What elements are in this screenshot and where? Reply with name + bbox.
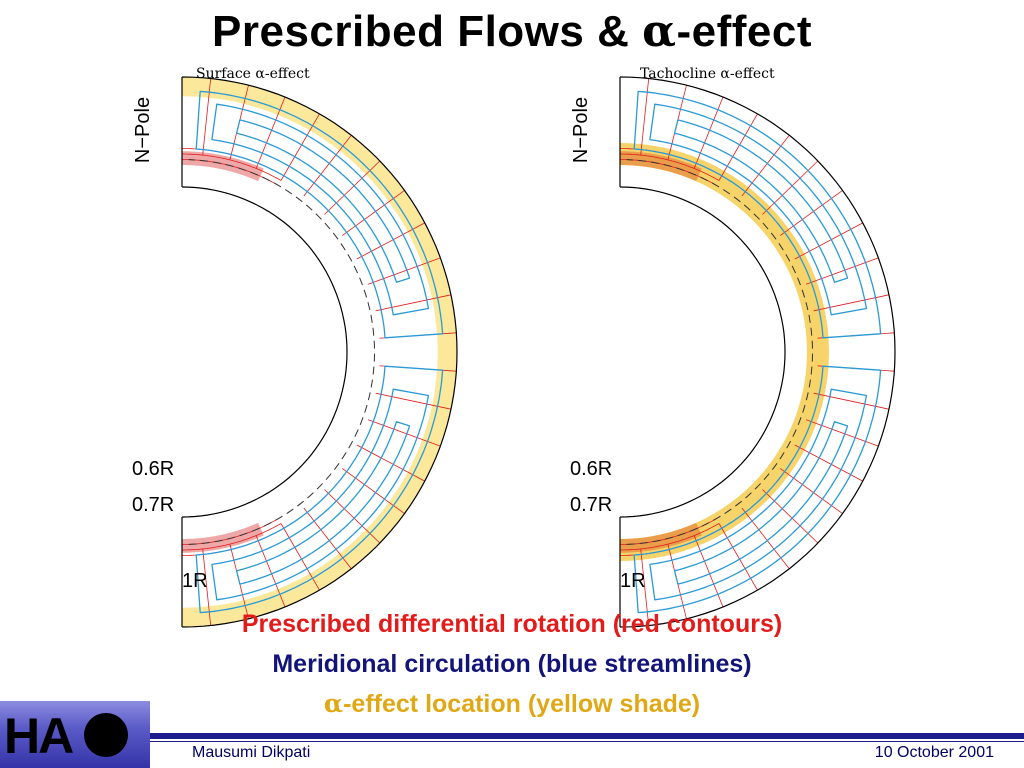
panel-title: Surface α-effect (196, 66, 310, 82)
streamline-loop (633, 365, 882, 614)
rotation-contour (367, 257, 441, 285)
label-1r: 1R (620, 570, 646, 592)
rotation-contour (779, 468, 843, 514)
rotation-contour (805, 257, 879, 285)
surface-alpha-panel: Surface α-effect N−Pole 0.6R 0.7R 1R (110, 62, 530, 628)
inner-boundary (619, 186, 786, 518)
hao-logo: HA (0, 701, 150, 768)
label-0-6r: 0.6R (132, 458, 175, 480)
rotation-contour (805, 419, 879, 447)
footer-author: Mausumi Dikpati (192, 744, 311, 761)
label-0-7r: 0.7R (570, 494, 613, 516)
streamlines-layer (633, 90, 882, 614)
boundary-layer (619, 76, 896, 628)
title-alpha: α (642, 6, 677, 57)
rotation-contour (718, 113, 758, 181)
rotation-contour-arc (620, 153, 720, 181)
alpha-shade-layer (620, 143, 829, 561)
streamline-loop (649, 388, 868, 601)
rotation-contour (324, 489, 381, 544)
rotation-contour (741, 135, 790, 197)
footer-rule (150, 741, 1024, 742)
footer-date: 10 October 2001 (874, 744, 994, 761)
caption-alpha-symbol: α (323, 689, 344, 718)
rotation-contour (356, 444, 425, 482)
rotation-contour (375, 392, 452, 410)
rotation-contour (280, 523, 320, 591)
rotation-contour (640, 78, 650, 156)
label-1r: 1R (182, 570, 208, 592)
rotation-contour-arc (182, 153, 282, 181)
rotation-contour (813, 294, 890, 312)
streamline-loop (633, 90, 882, 339)
alpha-shade-region (620, 143, 829, 561)
rotation-contour (779, 190, 843, 236)
streamline-loop (235, 119, 411, 283)
tachocline-band-layer (182, 151, 264, 553)
title-prefix: Prescribed Flows & (212, 7, 643, 56)
caption-circulation: Meridional circulation (blue streamlines… (272, 650, 752, 678)
rotation-contour-arc (182, 523, 282, 551)
rotation-contour (640, 548, 650, 626)
streamline-loop (649, 103, 868, 316)
rotation-contour (303, 135, 352, 197)
streamlines-layer (195, 90, 444, 614)
captions: Prescribed differential rotation (red co… (0, 604, 1024, 724)
tachocline-band-north (182, 151, 264, 182)
surface-alpha-diagram (181, 76, 458, 628)
rotation-contour (255, 535, 286, 608)
rotation-contour (741, 507, 790, 569)
caption-alpha-text: -effect location (yellow shade) (343, 690, 701, 718)
rotation-contour (693, 535, 724, 608)
footer-bar (150, 733, 1024, 739)
tachocline-alpha-diagram (619, 76, 896, 628)
outer-boundary (181, 76, 458, 628)
rotation-contour (202, 78, 212, 156)
slide-title: Prescribed Flows & α-effect (0, 6, 1024, 57)
streamline-loop (235, 421, 411, 585)
rotation-contour (693, 96, 724, 169)
tachocline-dashed-line (188, 159, 376, 545)
title-suffix: -effect (676, 7, 812, 56)
rotation-contour (813, 392, 890, 410)
caption-alpha: α-effect location (yellow shade) (0, 684, 1024, 724)
panel-title: Tachocline α-effect (640, 66, 775, 82)
streamline-loop (673, 119, 849, 283)
logo-text: HA (4, 708, 74, 764)
rotation-contour (356, 222, 425, 260)
rotation-contour (375, 294, 452, 312)
rotation-contour (718, 523, 758, 591)
tachocline-band-south (620, 522, 702, 553)
label-0-7r: 0.7R (132, 494, 175, 516)
label-0-6r: 0.6R (570, 458, 613, 480)
rotation-contour (367, 419, 441, 447)
streamline-loop (673, 421, 849, 585)
rotation-contour-arc (620, 523, 720, 551)
tachocline-alpha-panel: Tachocline α-effect N−Pole 0.6R 0.7R 1R (548, 62, 968, 628)
rotation-contour (255, 96, 286, 169)
rotation-contour (762, 489, 819, 544)
rotation-contour (202, 548, 212, 626)
rotation-contour (280, 113, 320, 181)
tachocline-band-north (620, 151, 702, 182)
streamline-loop (195, 90, 444, 339)
rotation-contour (794, 444, 863, 482)
rotation-contour (341, 190, 405, 236)
rotation-contour (762, 160, 819, 215)
streamline-loop (211, 103, 430, 316)
boundary-layer (181, 76, 458, 628)
streamline-loop (195, 365, 444, 614)
rotation-contour (341, 468, 405, 514)
rotation-contour (303, 507, 352, 569)
caption-rotation: Prescribed differential rotation (red co… (241, 610, 783, 638)
rotation-contour (324, 160, 381, 215)
tachocline-band-south (182, 522, 264, 553)
rotation-contour (794, 222, 863, 260)
outer-boundary (619, 76, 896, 628)
tachocline-band-layer (620, 151, 702, 553)
tachocline-dashed-line (626, 159, 814, 545)
inner-boundary (181, 186, 348, 518)
streamline-loop (211, 388, 430, 601)
logo-ball-icon (84, 713, 128, 757)
